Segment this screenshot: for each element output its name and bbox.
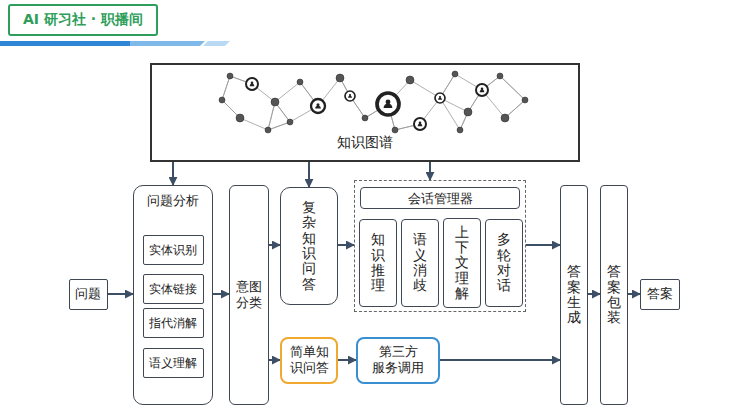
node-label: 语义消歧 bbox=[413, 232, 427, 294]
network-node bbox=[236, 114, 244, 122]
network-link bbox=[275, 82, 300, 102]
flow-arrow bbox=[269, 244, 280, 246]
process-box: 实体识别 bbox=[143, 235, 204, 265]
process-box: 语义理解 bbox=[143, 348, 204, 378]
node-label: 实体链接 bbox=[149, 281, 197, 298]
graph-panel bbox=[150, 63, 580, 162]
flow-arrow bbox=[172, 162, 174, 185]
node-label: 语义理解 bbox=[149, 355, 197, 372]
node-label: 意图 分类 bbox=[236, 279, 262, 312]
network-node bbox=[501, 114, 509, 122]
node-label: 实体识别 bbox=[149, 242, 197, 259]
process-box: 多轮对话 bbox=[485, 219, 523, 307]
network-link bbox=[268, 122, 290, 130]
network-link bbox=[222, 76, 230, 100]
node-label: 问题 bbox=[75, 285, 101, 303]
process-box: 第三方 服务调用 bbox=[356, 337, 440, 384]
flow-arrow bbox=[108, 293, 134, 295]
flow-arrow bbox=[526, 244, 560, 246]
session-manager-group: 会话管理器知识推理 语义消歧 上下文理解 多轮对话 bbox=[354, 180, 526, 312]
graph-panel-box: 知识图谱 bbox=[150, 63, 580, 162]
node-label: 答案包装 bbox=[607, 264, 621, 326]
network-node bbox=[219, 97, 225, 103]
network-node bbox=[246, 78, 258, 90]
network-link bbox=[268, 122, 290, 130]
network-node bbox=[336, 74, 344, 82]
group-heading: 会话管理器 bbox=[360, 187, 520, 209]
node-label: 知识推理 bbox=[371, 232, 385, 294]
network-node bbox=[345, 91, 355, 101]
header-stripe bbox=[130, 41, 205, 46]
network-node bbox=[476, 84, 488, 96]
flow-arrow bbox=[588, 293, 600, 295]
network-link bbox=[268, 102, 275, 130]
network-node bbox=[414, 118, 426, 130]
network-node bbox=[227, 73, 233, 79]
network-link bbox=[268, 102, 275, 130]
process-box: 答案生成 bbox=[560, 185, 588, 405]
node-label: 指代消解 bbox=[149, 315, 197, 332]
process-box: 指代消解 bbox=[143, 308, 204, 338]
flow-arrow bbox=[269, 359, 280, 361]
process-box: 语义消歧 bbox=[401, 219, 439, 307]
network-illustration bbox=[219, 71, 528, 133]
node-label: 答案生成 bbox=[567, 264, 581, 326]
flow-arrow bbox=[338, 359, 356, 361]
analysis-group: 问题分析实体识别实体链接指代消解语义理解 bbox=[133, 185, 213, 405]
process-box: 复杂知识问答 bbox=[280, 187, 338, 305]
flow-arrow bbox=[308, 162, 310, 187]
network-node bbox=[457, 127, 463, 133]
header-stripe bbox=[203, 41, 230, 46]
header-badge: AI 研习社 · 职播间 bbox=[8, 4, 158, 36]
header-stripe bbox=[0, 41, 130, 46]
node-label: 第三方 服务调用 bbox=[372, 344, 424, 377]
process-box: 上下文理解 bbox=[443, 218, 481, 308]
network-node bbox=[271, 98, 279, 106]
network-node bbox=[362, 115, 368, 121]
node-label: 答案 bbox=[647, 285, 673, 303]
flow-arrow bbox=[213, 293, 229, 295]
flow-arrow bbox=[338, 244, 354, 246]
network-link bbox=[240, 118, 268, 130]
node-label: AI 研习社 · 职播间 bbox=[23, 11, 143, 29]
process-box: 实体链接 bbox=[143, 274, 204, 304]
network-link bbox=[500, 76, 525, 100]
node-label: 简单知 识问答 bbox=[290, 344, 329, 377]
network-node bbox=[497, 73, 503, 79]
process-box: 答案包装 bbox=[600, 185, 628, 405]
flow-arrow bbox=[429, 162, 431, 180]
network-node bbox=[287, 119, 293, 125]
network-node bbox=[435, 93, 445, 103]
network-node bbox=[265, 127, 271, 133]
network-link bbox=[222, 76, 230, 100]
process-box: 知识推理 bbox=[359, 219, 397, 307]
group-heading: 问题分析 bbox=[147, 192, 199, 210]
node-label: 多轮对话 bbox=[497, 232, 511, 294]
network-node bbox=[311, 99, 325, 113]
network-node bbox=[406, 76, 414, 84]
process-box: 简单知 识问答 bbox=[280, 337, 338, 384]
node-label: 复杂知识问答 bbox=[302, 200, 316, 292]
network-link bbox=[500, 76, 525, 100]
network-node bbox=[522, 97, 528, 103]
node-label: 上下文理解 bbox=[455, 225, 469, 302]
input-box: 问题 bbox=[69, 279, 108, 310]
network-node bbox=[452, 71, 458, 77]
network-node bbox=[377, 93, 399, 115]
network-node bbox=[297, 79, 303, 85]
node-label: 知识图谱 bbox=[337, 134, 393, 152]
network-node bbox=[464, 108, 472, 116]
output-box: 答案 bbox=[640, 279, 680, 310]
flow-arrow bbox=[628, 293, 640, 295]
flow-arrow bbox=[440, 359, 560, 361]
process-box: 意图 分类 bbox=[229, 185, 269, 405]
network-node bbox=[392, 127, 398, 133]
